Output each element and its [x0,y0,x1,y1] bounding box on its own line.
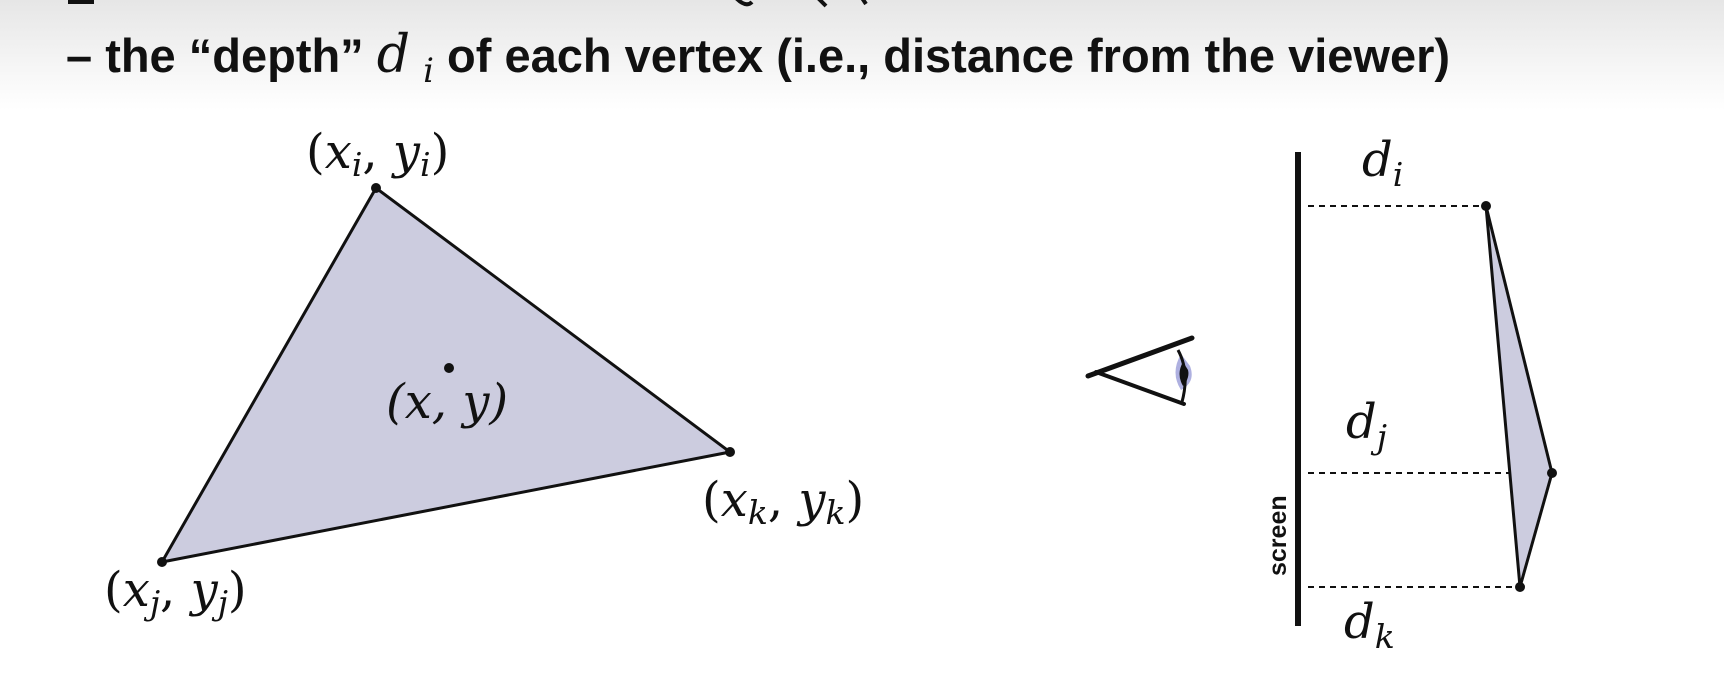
screen-label: screen [1264,495,1292,576]
eye-icon [1085,335,1195,406]
bullet-heading: – the “depth” d i of each vertex (i.e., … [66,25,1450,92]
vertex-j-label: (xj, yj) [104,562,247,622]
eye-lower-lid [1094,370,1186,406]
cutoff-dash [68,0,94,4]
screen-triangle-group [157,183,735,567]
bullet-heading-suffix: of each vertex (i.e., distance from the … [447,29,1450,82]
depth-variable: d [377,25,410,85]
vertex-i-dot [371,183,381,193]
cutoff-glyph-fragment [860,0,868,6]
depth-j-label: dj [1346,394,1387,456]
depth-i-label: di [1362,132,1403,194]
vertex-j-dot [157,557,167,567]
eye-front-arc [1176,349,1187,403]
eye-upper-lid [1085,335,1195,379]
screen-triangle [159,185,734,565]
side-vertex-k-dot [1515,582,1525,592]
side-triangle-group [1481,201,1557,592]
depth-variable-subscript: i [423,51,434,91]
interior-point-label: (x, y) [386,374,508,430]
depth-k-label: dk [1344,594,1395,656]
side-vertex-i-dot [1481,201,1491,211]
vertex-k-dot [725,447,735,457]
side-vertex-j-dot [1547,468,1557,478]
side-triangle [1484,205,1554,588]
vertex-i-label: (xi, yi) [306,124,449,184]
interior-point-dot [444,363,454,373]
cutoff-previous-line [68,0,868,8]
vertex-k-label: (xk, yk) [702,472,864,532]
cutoff-glyph-fragment [735,0,754,7]
bullet-heading-prefix: – the “depth” [66,29,377,82]
cutoff-glyph-fragment [817,0,828,8]
